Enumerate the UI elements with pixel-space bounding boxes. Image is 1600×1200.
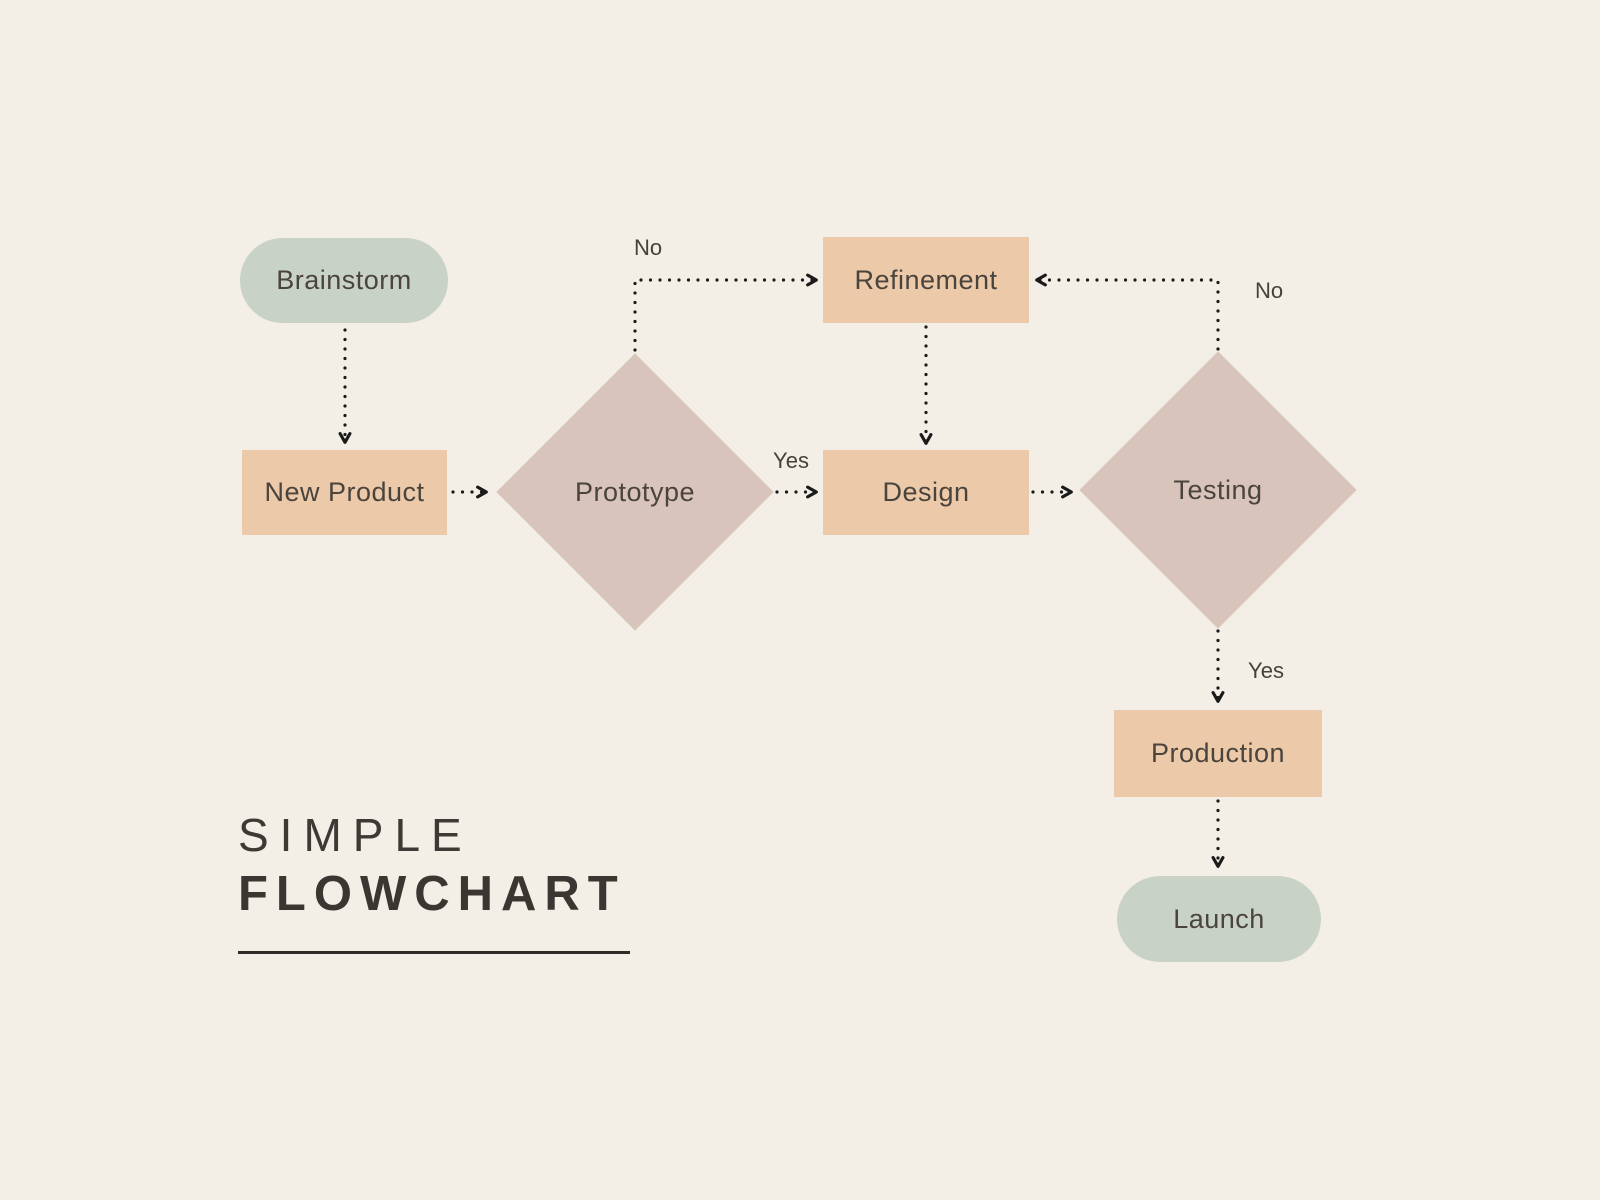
node-prototype: Prototype <box>496 353 774 631</box>
node-design: Design <box>823 450 1029 535</box>
node-prototype-label: Prototype <box>574 476 696 507</box>
edge-label-prototype-no: No <box>633 235 663 260</box>
node-launch-label: Launch <box>1173 903 1265 934</box>
title-underline <box>238 950 630 954</box>
node-new-product: New Product <box>242 450 447 535</box>
edge-label-testing-yes: Yes <box>1248 658 1284 683</box>
title-line-2: FLOWCHART <box>238 866 626 921</box>
title-block: SIMPLE FLOWCHART <box>238 806 638 954</box>
node-launch: Launch <box>1117 876 1321 962</box>
node-new-product-label: New Product <box>264 477 425 507</box>
connector-prototype-to-refinement <box>633 273 818 352</box>
edge-label-testing-no: No <box>1254 278 1284 303</box>
node-refinement-label: Refinement <box>854 264 998 295</box>
node-testing-label: Testing <box>1173 474 1263 505</box>
node-production-label: Production <box>1150 738 1286 768</box>
connector-testing-to-refinement <box>1035 273 1220 351</box>
node-testing: Testing <box>1079 351 1357 629</box>
edge-label-prototype-yes: Yes <box>773 448 809 473</box>
node-refinement: Refinement <box>823 237 1029 323</box>
node-brainstorm: Brainstorm <box>240 238 448 323</box>
node-production: Production <box>1114 710 1322 797</box>
node-brainstorm-label: Brainstorm <box>276 265 412 295</box>
title-line-1: SIMPLE <box>238 809 473 861</box>
node-design-label: Design <box>882 477 970 507</box>
